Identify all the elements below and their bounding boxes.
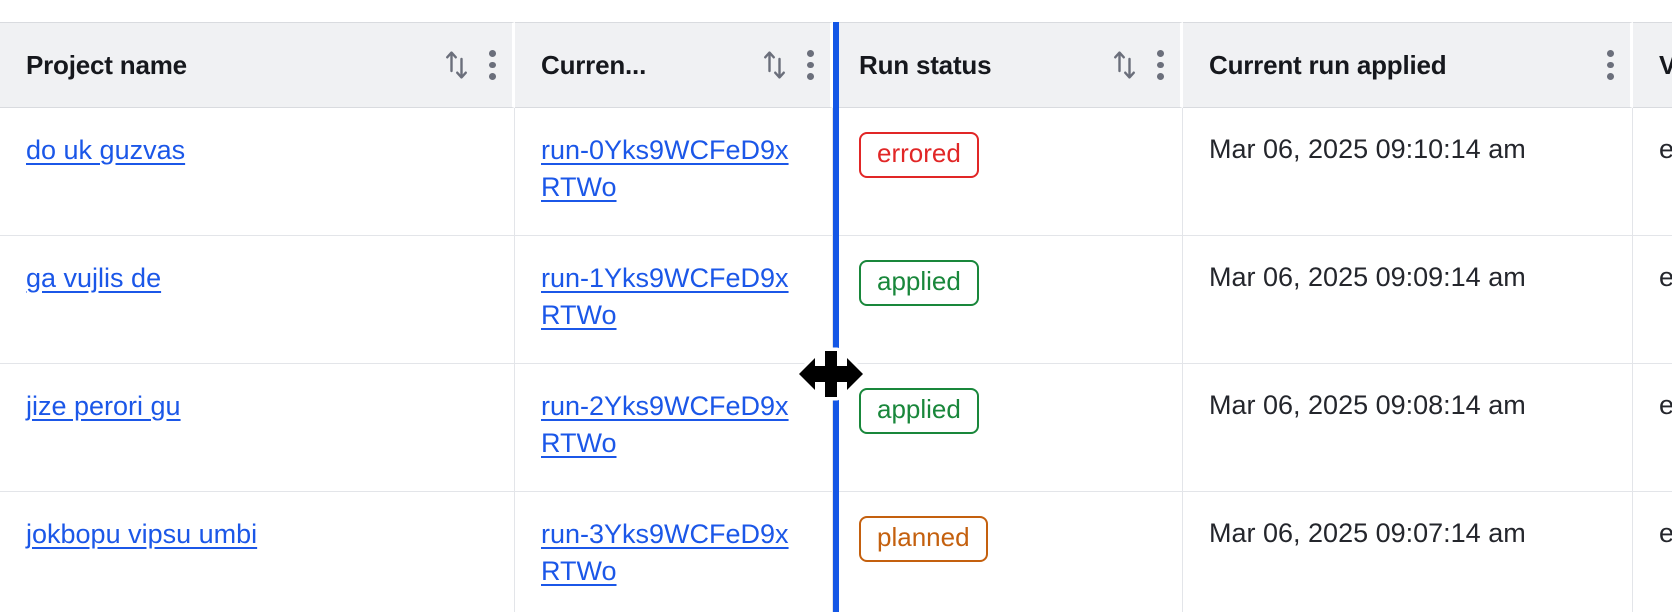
current-run-applied-text: Mar 06, 2025 09:10:14 am — [1209, 134, 1526, 164]
current-run-link[interactable]: run-1Yks9WCFeD9xRTWo — [541, 263, 789, 331]
column-menu-icon-current-run-applied[interactable] — [1606, 50, 1614, 81]
status-badge: errored — [859, 132, 979, 178]
project-name-link[interactable]: do uk guzvas — [26, 135, 186, 165]
current-run-link[interactable]: run-2Yks9WCFeD9xRTWo — [541, 391, 789, 459]
column-header-overflow[interactable]: V — [1633, 22, 1672, 108]
cell-project-name: ga vujlis de — [0, 236, 515, 364]
cell-current-run: run-3Yks9WCFeD9xRTWo — [515, 492, 833, 612]
column-header-project-name[interactable]: Project name — [0, 22, 515, 108]
current-run-applied-text: Mar 06, 2025 09:09:14 am — [1209, 262, 1526, 292]
current-run-applied-text: Mar 06, 2025 09:08:14 am — [1209, 390, 1526, 420]
cell-overflow: e — [1633, 236, 1672, 364]
sort-icon-project-name[interactable] — [444, 48, 470, 82]
column-header-current-run[interactable]: Curren... — [515, 22, 833, 108]
cell-overflow: e — [1633, 108, 1672, 236]
overflow-text: e — [1659, 518, 1672, 548]
cell-overflow: e — [1633, 364, 1672, 492]
current-run-link[interactable]: run-3Yks9WCFeD9xRTWo — [541, 519, 789, 587]
cell-project-name: jokbopu vipsu umbi — [0, 492, 515, 612]
column-header-current-run-applied[interactable]: Current run applied — [1183, 22, 1633, 108]
column-header-current-run-label: Curren... — [541, 49, 647, 80]
current-run-applied-text: Mar 06, 2025 09:07:14 am — [1209, 518, 1526, 548]
cell-current-run: run-0Yks9WCFeD9xRTWo — [515, 108, 833, 236]
table-row: do uk guzvas run-0Yks9WCFeD9xRTWo errored M… — [0, 108, 1672, 236]
cell-run-status: applied — [833, 236, 1183, 364]
cell-current-run: run-1Yks9WCFeD9xRTWo — [515, 236, 833, 364]
cell-run-status: planned — [833, 492, 1183, 612]
cell-run-status: applied — [833, 364, 1183, 492]
cell-current-run-applied: Mar 06, 2025 09:10:14 am — [1183, 108, 1633, 236]
column-menu-icon-project-name[interactable] — [488, 50, 496, 81]
status-badge: applied — [859, 388, 979, 434]
table-row: jokbopu vipsu umbi run-3Yks9WCFeD9xRTWo pl… — [0, 492, 1672, 612]
column-header-project-name-label: Project name — [26, 49, 187, 80]
cell-overflow: e — [1633, 492, 1672, 612]
table-row: jize perori gu run-2Yks9WCFeD9xRTWo applie… — [0, 364, 1672, 492]
projects-table: Project name — [0, 22, 1672, 612]
sort-icon-run-status[interactable] — [1112, 48, 1138, 82]
column-header-current-run-applied-label: Current run applied — [1209, 49, 1447, 80]
column-menu-icon-run-status[interactable] — [1156, 50, 1164, 81]
project-name-link[interactable]: jize perori gu — [26, 391, 181, 421]
cell-current-run: run-2Yks9WCFeD9xRTWo — [515, 364, 833, 492]
project-name-link[interactable]: jokbopu vipsu umbi — [26, 519, 258, 549]
overflow-text: e — [1659, 134, 1672, 164]
header-row: Project name — [0, 22, 1672, 108]
table-header: Project name — [0, 22, 1672, 108]
overflow-text: e — [1659, 390, 1672, 420]
status-badge: planned — [859, 516, 988, 562]
cell-current-run-applied: Mar 06, 2025 09:07:14 am — [1183, 492, 1633, 612]
cell-current-run-applied: Mar 06, 2025 09:09:14 am — [1183, 236, 1633, 364]
column-header-overflow-label: V — [1659, 50, 1672, 81]
column-header-run-status[interactable]: Run status — [833, 22, 1183, 108]
table-scroll-region[interactable]: Project name — [0, 22, 1672, 612]
column-header-run-status-label: Run status — [859, 49, 992, 80]
current-run-link[interactable]: run-0Yks9WCFeD9xRTWo — [541, 135, 789, 203]
project-name-link[interactable]: ga vujlis de — [26, 263, 162, 293]
cell-project-name: jize perori gu — [0, 364, 515, 492]
cell-current-run-applied: Mar 06, 2025 09:08:14 am — [1183, 364, 1633, 492]
cell-project-name: do uk guzvas — [0, 108, 515, 236]
cell-run-status: errored — [833, 108, 1183, 236]
table-row: ga vujlis de run-1Yks9WCFeD9xRTWo applied M… — [0, 236, 1672, 364]
column-menu-icon-current-run[interactable] — [806, 50, 814, 81]
overflow-text: e — [1659, 262, 1672, 292]
status-badge: applied — [859, 260, 979, 306]
sort-icon-current-run[interactable] — [762, 48, 788, 82]
